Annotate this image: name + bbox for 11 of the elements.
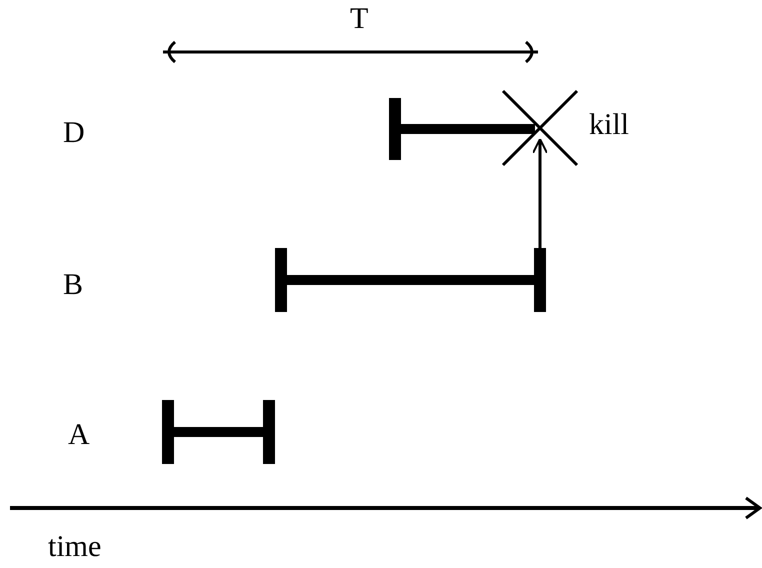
interval-bar — [389, 98, 535, 160]
node-caption: kill — [589, 108, 630, 142]
row-label: A — [68, 418, 90, 452]
arrow — [532, 138, 548, 248]
cross-mark — [503, 91, 577, 165]
axis-label: time — [48, 530, 102, 564]
interval-bar — [275, 248, 546, 312]
interval-bar — [162, 400, 275, 464]
row-label: B — [63, 268, 84, 302]
row-label: D — [63, 116, 85, 150]
dimension-label: T — [350, 2, 368, 36]
